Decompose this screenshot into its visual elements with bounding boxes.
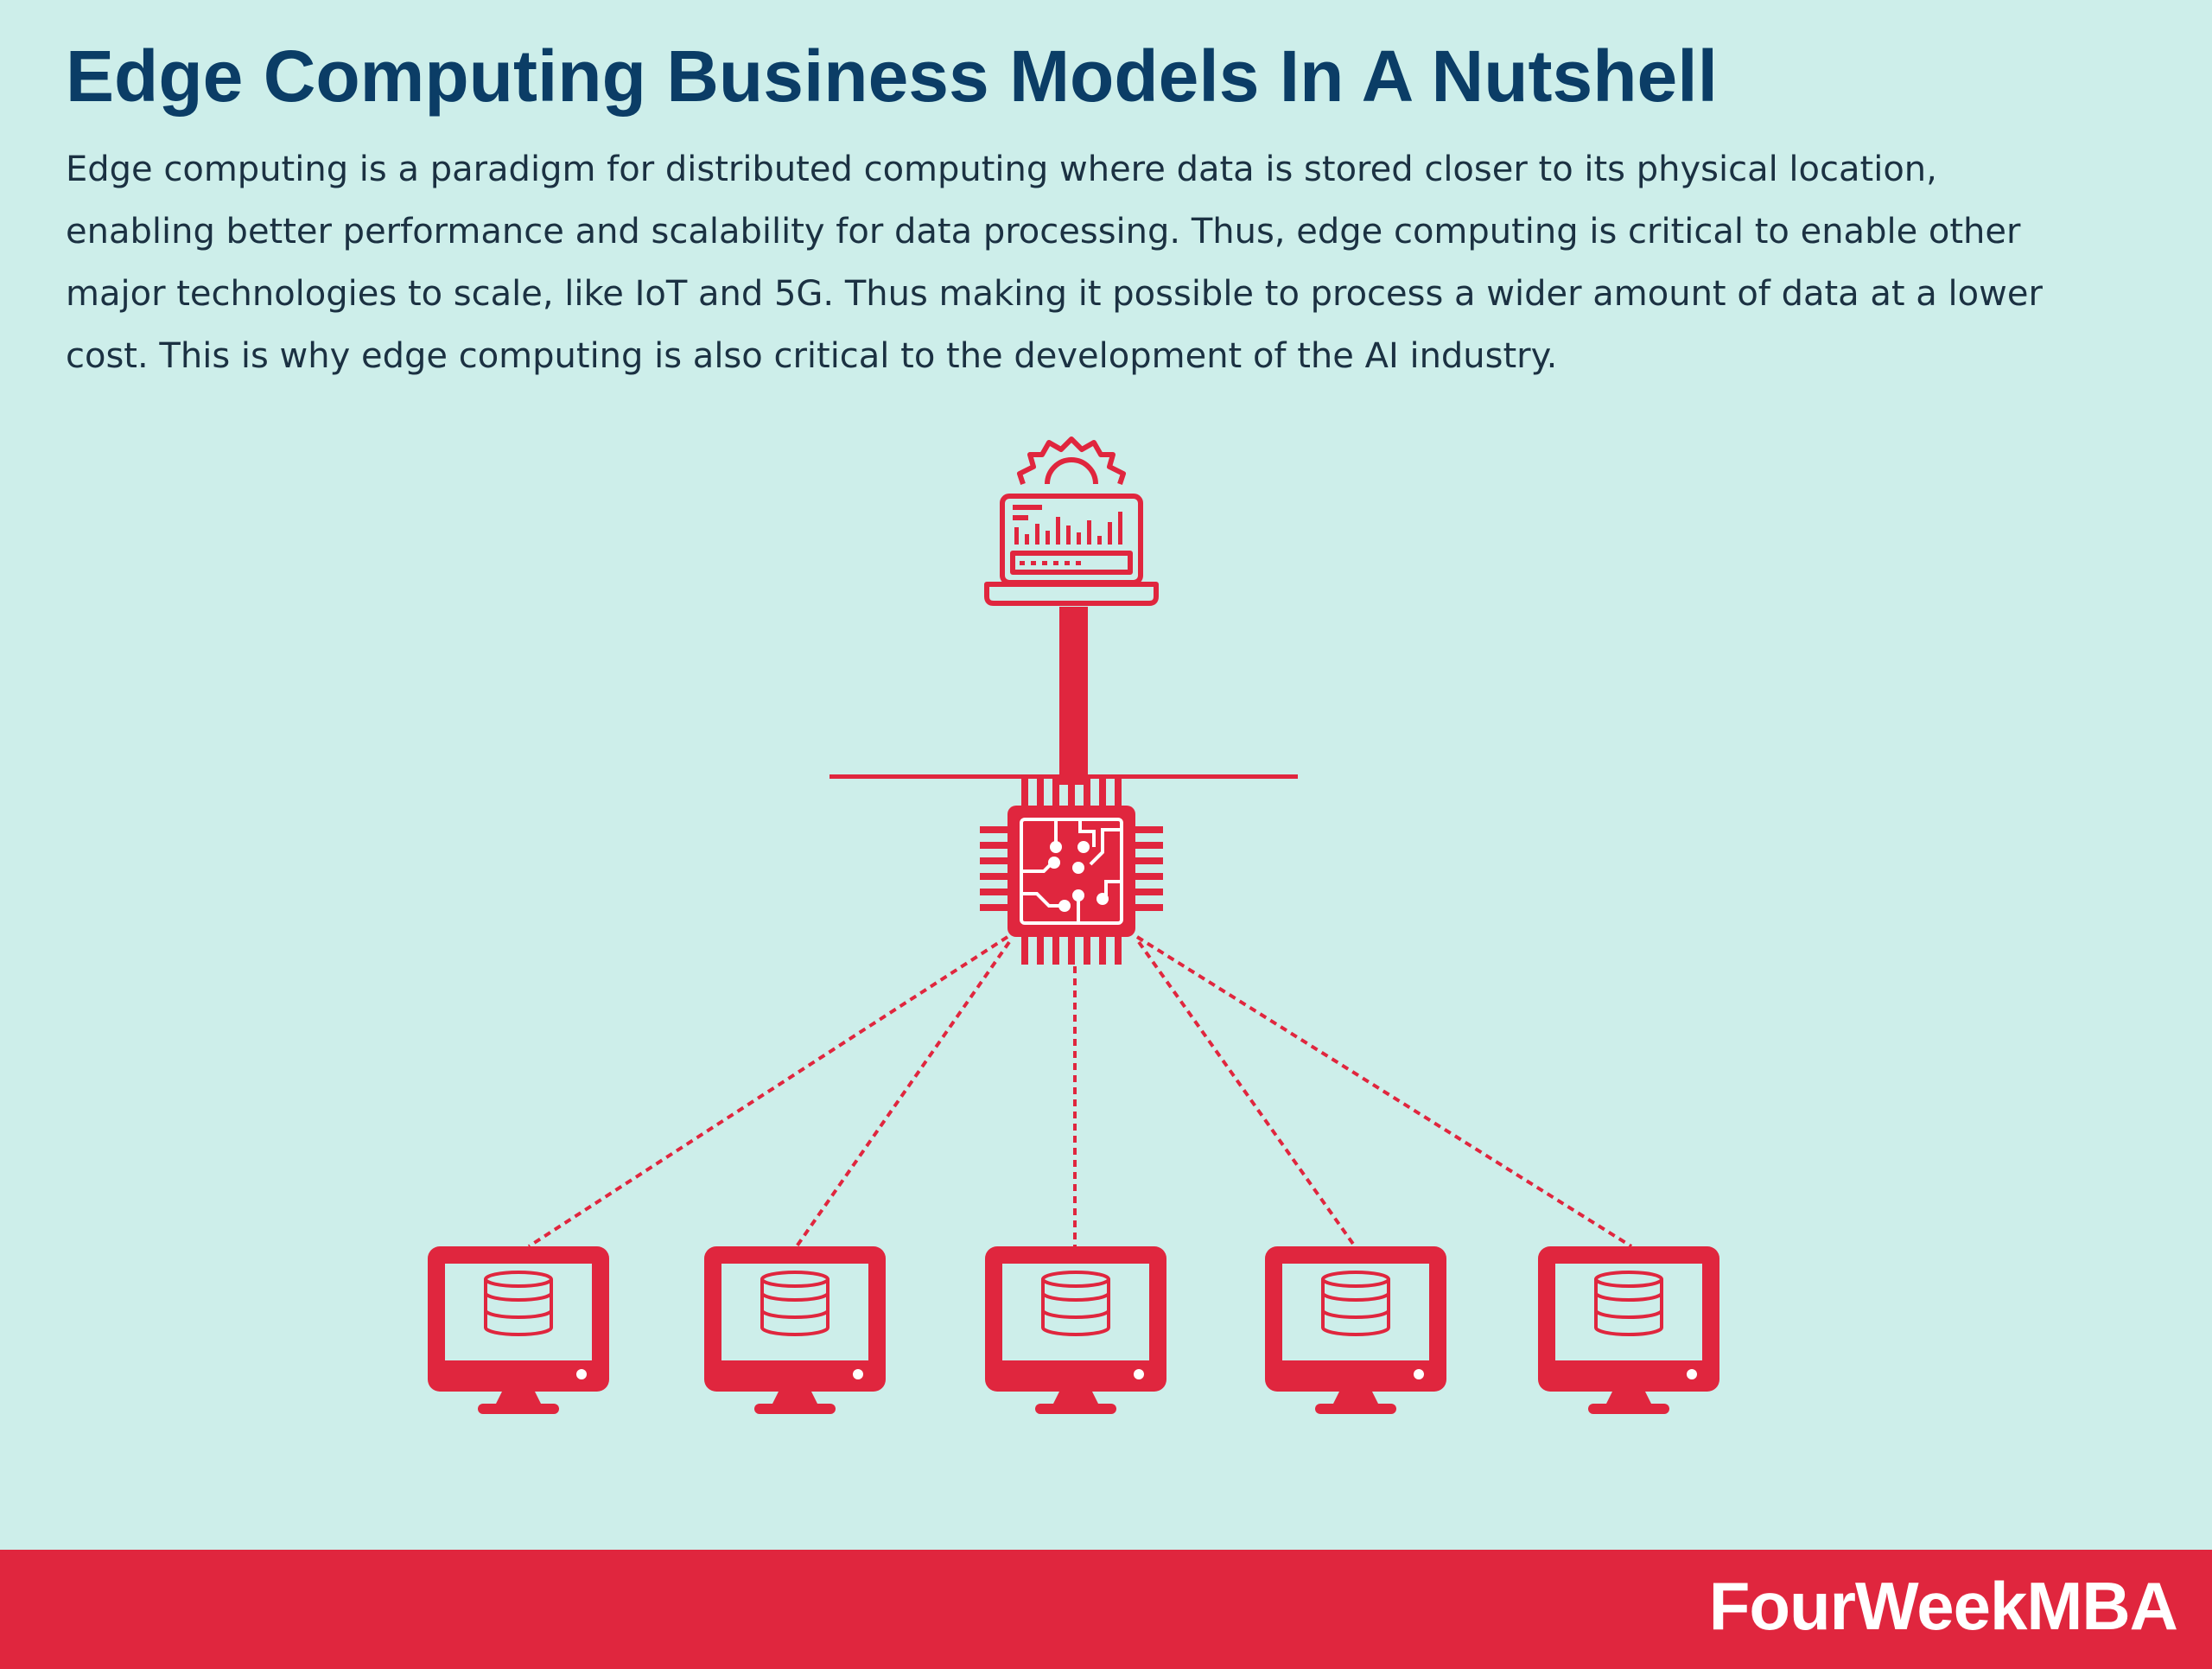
device-monitor-1-icon — [426, 1245, 611, 1416]
network-line — [830, 774, 1298, 779]
central-laptop-icon — [984, 436, 1159, 606]
device-monitor-2-icon — [702, 1245, 887, 1416]
footer-bar: FourWeekMBA — [0, 1550, 2212, 1669]
page-description: Edge computing is a paradigm for distrib… — [66, 150, 2043, 376]
device-monitor-3-icon — [983, 1245, 1168, 1416]
central-to-edge-connector — [1059, 607, 1088, 785]
device-monitor-4-icon — [1263, 1245, 1448, 1416]
page-title: Edge Computing Business Models In A Nuts… — [66, 35, 1718, 117]
brand-logo: FourWeekMBA — [1708, 1568, 2178, 1644]
edge-processor-chip-icon — [980, 778, 1163, 965]
device-monitor-5-icon — [1536, 1245, 1721, 1416]
edge-device-links — [527, 935, 1633, 1248]
